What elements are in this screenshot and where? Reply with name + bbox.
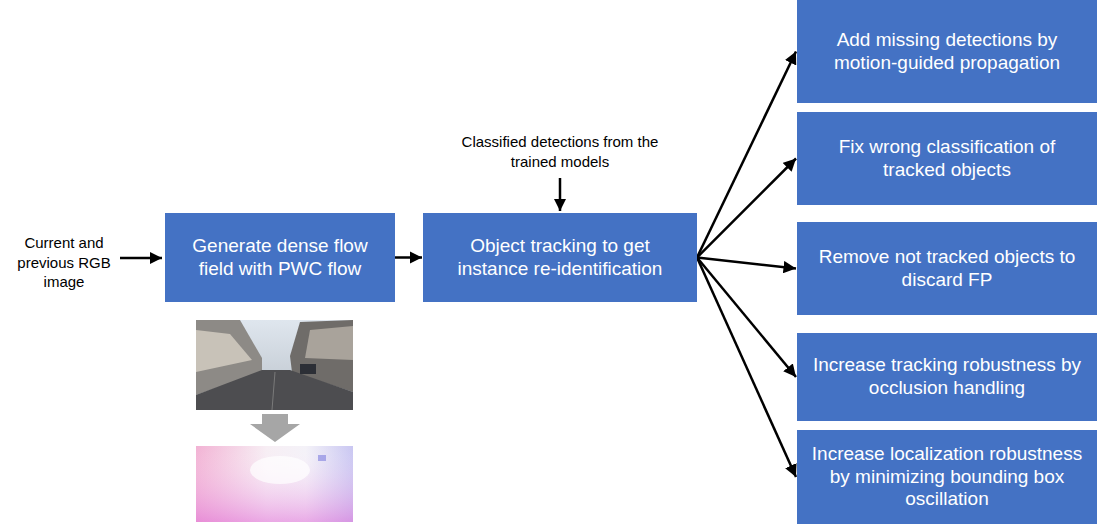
process-box: Generate dense flow field with PWC flow: [165, 213, 395, 302]
input-label: Classified detections from the trained m…: [455, 132, 665, 171]
input-arrow: [559, 178, 562, 211]
process-box: Add missing detections by motion-guided …: [797, 0, 1097, 103]
box-content: Generate dense flow field with PWC flow: [175, 235, 385, 281]
box-text: Generate dense flow field with PWC flow: [175, 235, 385, 281]
process-box: Increase localization robustness by mini…: [797, 430, 1097, 524]
input-label: Current and previous RGB image: [8, 233, 120, 292]
flow-image: [196, 446, 353, 522]
flow-arrow: [697, 258, 796, 378]
flow-arrow: [395, 256, 422, 259]
box-content: Fix wrong classification of tracked obje…: [807, 136, 1087, 182]
process-box: Increase tracking robustness by occlusio…: [797, 333, 1097, 421]
box-text: Increase tracking robustness by occlusio…: [807, 354, 1087, 400]
box-content: Increase localization robustness by mini…: [807, 443, 1087, 511]
box-content: Add missing detections by motion-guided …: [807, 29, 1087, 75]
process-box: Fix wrong classification of tracked obje…: [797, 112, 1097, 205]
input-arrow: [120, 257, 162, 260]
box-content: Remove not tracked objects to discard FP: [807, 246, 1087, 292]
box-text: Remove not tracked objects to discard FP: [807, 246, 1087, 292]
box-text: Object tracking to get instance re-ident…: [433, 235, 687, 281]
box-content: Increase tracking robustness by occlusio…: [807, 354, 1087, 400]
process-box: Remove not tracked objects to discard FP: [797, 222, 1097, 315]
flow-arrow: [697, 258, 796, 269]
flow-arrow: [697, 258, 796, 478]
down-arrow: [250, 414, 300, 442]
road-photo: [196, 320, 353, 410]
box-text: Add missing detections by motion-guided …: [807, 29, 1087, 75]
box-text: Increase localization robustness by mini…: [807, 443, 1087, 511]
flow-arrow: [697, 52, 796, 258]
process-box: Object tracking to get instance re-ident…: [423, 213, 697, 302]
flow-arrow: [697, 159, 796, 258]
box-text: Fix wrong classification of tracked obje…: [807, 136, 1087, 182]
box-content: Object tracking to get instance re-ident…: [433, 235, 687, 281]
